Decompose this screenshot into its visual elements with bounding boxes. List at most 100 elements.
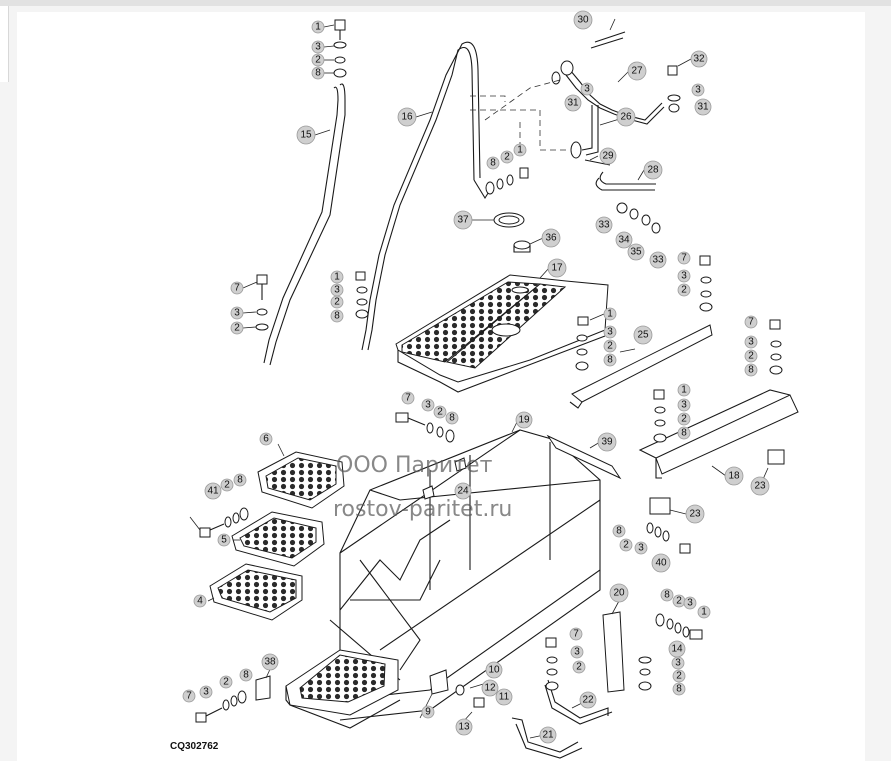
svg-text:3: 3: [681, 400, 687, 411]
callout: 33: [595, 216, 613, 234]
callout: 1: [697, 605, 711, 619]
svg-text:17: 17: [551, 263, 563, 274]
svg-text:28: 28: [647, 165, 659, 176]
callout: 25: [633, 325, 653, 345]
svg-text:2: 2: [623, 540, 629, 551]
callout: 22: [579, 691, 597, 709]
svg-text:19: 19: [518, 415, 530, 426]
callout: 1: [311, 20, 325, 34]
callout: 7: [569, 627, 583, 641]
callout: 3: [744, 335, 758, 349]
callout: 3: [677, 269, 691, 283]
callout: 41: [204, 482, 222, 500]
lower-brackets: [255, 497, 671, 759]
svg-text:33: 33: [598, 220, 610, 231]
callout: 3: [199, 685, 213, 699]
svg-text:8: 8: [681, 428, 687, 439]
svg-text:7: 7: [573, 629, 579, 640]
svg-text:8: 8: [334, 311, 340, 322]
callout: 8: [445, 411, 459, 425]
callout: 2: [603, 339, 617, 353]
upper-beam: [638, 389, 799, 479]
callout: 28: [643, 160, 663, 180]
svg-text:40: 40: [655, 558, 667, 569]
svg-text:3: 3: [334, 285, 340, 296]
callout: 8: [677, 426, 691, 440]
callout: 8: [672, 682, 686, 696]
callout: 2: [433, 405, 447, 419]
callout: 6: [259, 432, 273, 446]
callout: 8: [330, 309, 344, 323]
step-6: [257, 451, 345, 509]
callout: 23: [750, 476, 770, 496]
svg-text:2: 2: [748, 351, 754, 362]
callout: 3: [677, 398, 691, 412]
svg-text:3: 3: [748, 337, 754, 348]
svg-text:24: 24: [457, 486, 469, 497]
svg-text:8: 8: [237, 475, 243, 486]
svg-text:8: 8: [243, 670, 249, 681]
svg-text:21: 21: [542, 730, 554, 741]
svg-text:31: 31: [567, 98, 579, 109]
callout: 2: [677, 283, 691, 297]
svg-text:1: 1: [517, 145, 523, 156]
svg-text:2: 2: [676, 596, 682, 607]
callout: 34: [615, 231, 633, 249]
callout: 7: [744, 315, 758, 329]
svg-text:2: 2: [234, 323, 240, 334]
callout: 32: [690, 50, 708, 68]
platform-top: [395, 274, 609, 393]
callout: 15: [296, 125, 316, 145]
callout: 8: [603, 353, 617, 367]
svg-text:39: 39: [601, 437, 613, 448]
callout: 1: [330, 270, 344, 284]
callout: 2: [330, 295, 344, 309]
callout: 8: [233, 473, 247, 487]
callout: 36: [541, 228, 561, 248]
callout: 16: [397, 107, 417, 127]
svg-text:1: 1: [701, 607, 707, 618]
handrail-left: [263, 83, 346, 366]
callout: 1: [677, 383, 691, 397]
step-5: [231, 511, 325, 567]
svg-text:33: 33: [652, 255, 664, 266]
svg-text:16: 16: [401, 112, 413, 123]
svg-text:3: 3: [584, 84, 590, 95]
svg-text:7: 7: [186, 691, 192, 702]
svg-text:7: 7: [748, 317, 754, 328]
callout: 27: [627, 61, 647, 81]
svg-text:1: 1: [315, 22, 321, 33]
svg-text:8: 8: [607, 355, 613, 366]
callout: 3: [603, 325, 617, 339]
callout: 3: [330, 283, 344, 297]
svg-text:2: 2: [681, 285, 687, 296]
callout: 33: [649, 251, 667, 269]
callout: 2: [677, 412, 691, 426]
svg-text:3: 3: [315, 42, 321, 53]
svg-text:1: 1: [607, 309, 613, 320]
callout: 2: [672, 669, 686, 683]
diagram-sheet: [17, 12, 865, 761]
callout: 3: [671, 656, 685, 670]
svg-text:8: 8: [664, 590, 670, 601]
diagram-code: CQ302762: [170, 741, 219, 752]
svg-text:3: 3: [675, 658, 681, 669]
svg-text:36: 36: [545, 233, 557, 244]
watermark-company: ООО Паритет: [336, 453, 493, 478]
callout: 3: [691, 83, 705, 97]
svg-text:2: 2: [504, 152, 510, 163]
callout: 26: [616, 107, 636, 127]
svg-text:13: 13: [458, 722, 470, 733]
callout: 9: [421, 705, 435, 719]
callout: 35: [627, 243, 645, 261]
svg-text:7: 7: [405, 393, 411, 404]
svg-text:2: 2: [315, 55, 321, 66]
callout: 2: [220, 478, 234, 492]
svg-text:8: 8: [449, 413, 455, 424]
callout: 8: [486, 156, 500, 170]
callout: 8: [612, 524, 626, 538]
callout: 39: [597, 432, 617, 452]
svg-text:37: 37: [457, 215, 469, 226]
svg-text:8: 8: [676, 684, 682, 695]
